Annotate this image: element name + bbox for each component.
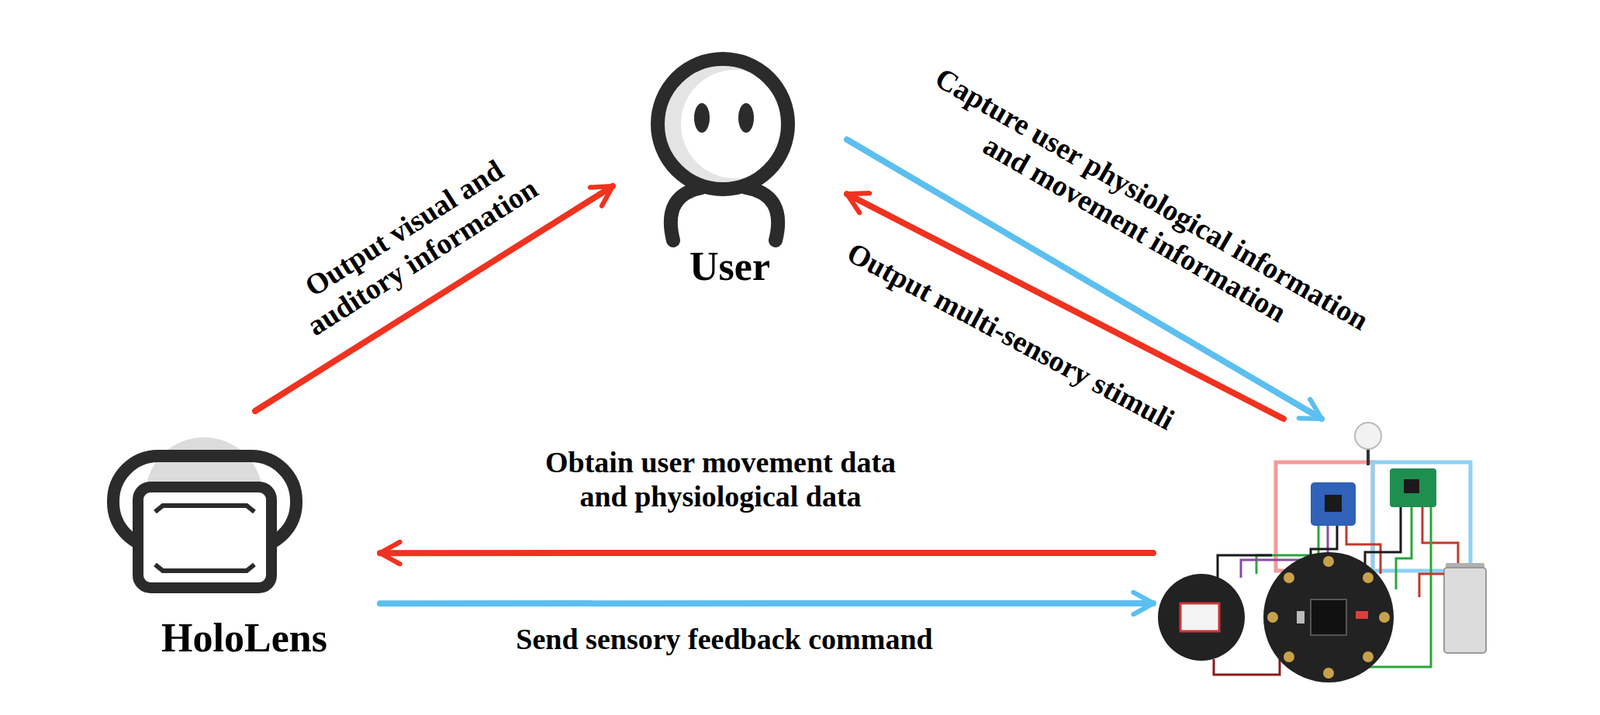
sensor-board — [1389, 468, 1437, 508]
arrow-connector — [380, 549, 1154, 557]
main-board — [1263, 552, 1394, 683]
wire — [1217, 555, 1272, 581]
battery — [1444, 567, 1486, 654]
board-pads — [1267, 556, 1390, 679]
edge-label: Obtain user movement data and physiologi… — [534, 445, 907, 514]
wire — [1419, 573, 1445, 598]
wire — [1396, 507, 1412, 590]
hololens-visor-line — [155, 564, 255, 571]
diagram-node: User — [612, 46, 847, 295]
wire — [1213, 659, 1280, 675]
hololens-visor-line — [155, 505, 255, 512]
small-board — [1157, 573, 1245, 661]
wire — [1422, 507, 1459, 565]
chip — [1324, 494, 1342, 512]
usb-port — [1296, 611, 1305, 624]
node-label: User — [689, 243, 771, 291]
edge-label: Send sensory feedback command — [515, 622, 933, 657]
diagram-node: HoloLens — [108, 411, 381, 667]
sensor-board — [1310, 482, 1356, 526]
user-body — [746, 187, 778, 241]
hololens-visor — [138, 487, 272, 588]
small-board-chip — [1180, 603, 1220, 632]
led — [1355, 611, 1369, 619]
chip — [1403, 479, 1420, 494]
user-body — [670, 187, 702, 241]
hololens-icon — [113, 437, 297, 588]
sensor-ball — [1354, 422, 1382, 450]
user-eye — [694, 103, 710, 133]
diagram-node — [1153, 418, 1490, 685]
node-label: HoloLens — [161, 615, 328, 662]
arrow-connector — [380, 600, 1154, 607]
main-chip — [1310, 599, 1347, 636]
user-icon — [657, 58, 790, 241]
edge-label: Output visual and auditory information — [270, 134, 557, 350]
device-illustration — [1157, 422, 1486, 683]
module-outline — [1372, 462, 1471, 571]
user-eye — [738, 103, 754, 133]
user-head-outline — [657, 58, 788, 190]
